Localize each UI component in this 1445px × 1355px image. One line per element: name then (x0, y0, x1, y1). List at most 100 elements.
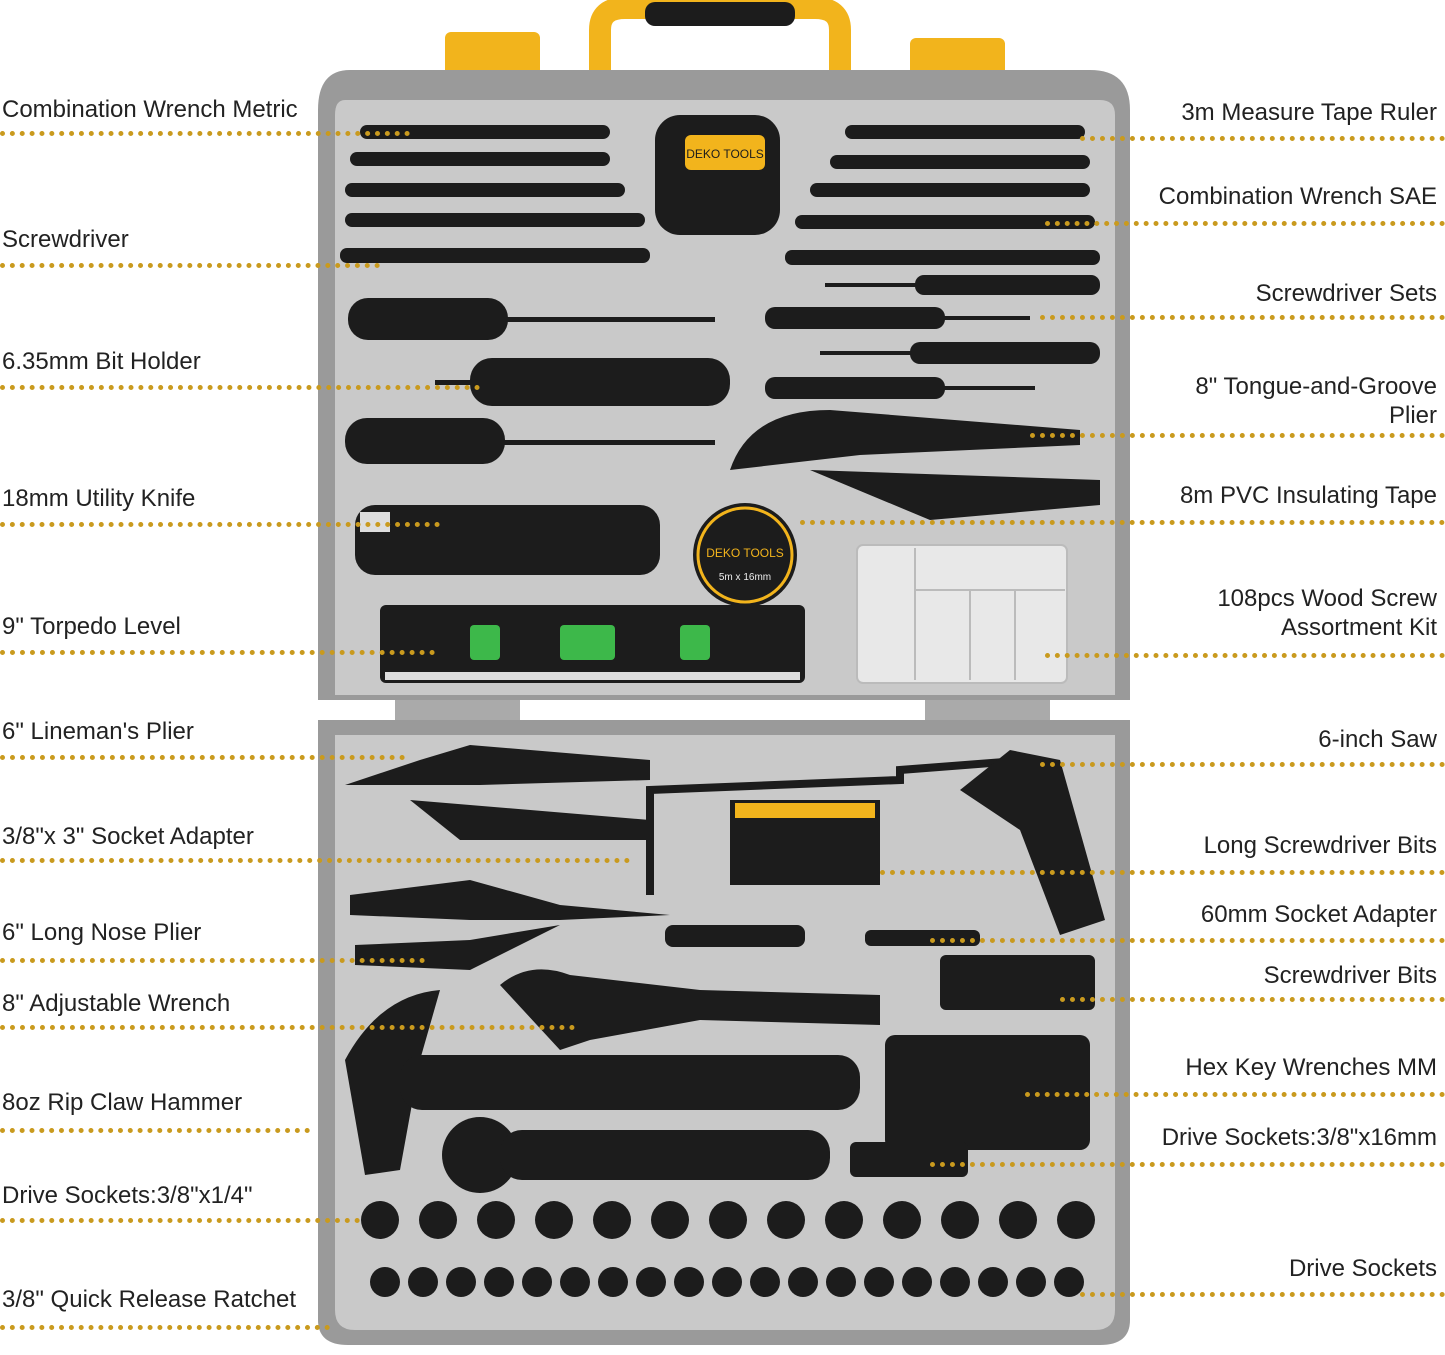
screwdriver-bits (940, 955, 1095, 1010)
label-60mm-socket-adapter: 60mm Socket Adapter (1200, 901, 1437, 928)
socket (864, 1267, 894, 1297)
socket (535, 1201, 573, 1239)
groove-plier (730, 410, 1100, 520)
socket (522, 1267, 552, 1297)
leader-socket-adapter-3in (0, 858, 630, 863)
drive-socket-16mm (850, 1142, 968, 1177)
socket (941, 1201, 979, 1239)
torpedo-level (380, 605, 805, 683)
socket (709, 1201, 747, 1239)
label-screwdriver-bits: Screwdriver Bits (1263, 962, 1437, 989)
leader-torpedo-level (0, 650, 435, 655)
socket (598, 1267, 628, 1297)
label-adjustable-wrench: 8" Adjustable Wrench (2, 990, 231, 1017)
leader-combination-wrench-sae (1045, 221, 1445, 226)
label-socket-adapter-3in: 3/8"x 3" Socket Adapter (2, 823, 254, 850)
hacksaw (646, 750, 1105, 935)
leader-combination-wrench-metric (0, 131, 410, 136)
label-drive-sockets: Drive Sockets (1288, 1255, 1437, 1282)
leader-drive-sockets-quarter (0, 1218, 360, 1223)
leader-utility-knife (0, 522, 440, 527)
label-long-nose-plier: 6" Long Nose Plier (2, 919, 202, 946)
label-claw-hammer: 8oz Rip Claw Hammer (2, 1089, 243, 1116)
tape-brand-text: DEKO TOOLS (706, 546, 784, 560)
label-hex-keys: Hex Key Wrenches MM (1185, 1054, 1437, 1081)
socket (484, 1267, 514, 1297)
label-screwdriver: Screwdriver (2, 226, 129, 253)
lineman-plier (345, 745, 650, 840)
socket (477, 1201, 515, 1239)
measure-tape: DEKO TOOLS (655, 115, 780, 235)
label-utility-knife: 18mm Utility Knife (2, 485, 196, 512)
label-drive-sockets-quarter: Drive Sockets:3/8"x1/4" (2, 1182, 253, 1209)
leader-drive-sockets (1080, 1292, 1445, 1297)
socket (1054, 1267, 1084, 1297)
leader-bit-holder (0, 385, 480, 390)
label-torpedo-level: 9" Torpedo Level (2, 613, 181, 640)
sae-wrenches (785, 125, 1100, 265)
leader-insulating-tape (800, 520, 1445, 525)
socket (940, 1267, 970, 1297)
socket (560, 1267, 590, 1297)
socket (674, 1267, 704, 1297)
utility-knife (355, 505, 660, 575)
hex-keys (885, 1035, 1090, 1150)
leader-groove-plier (1030, 433, 1445, 438)
socket (1016, 1267, 1046, 1297)
leader-saw (1040, 762, 1445, 767)
leader-lineman-plier (0, 755, 405, 760)
quick-release-ratchet (442, 1117, 830, 1193)
socket (651, 1201, 689, 1239)
leader-hex-keys (1025, 1092, 1445, 1097)
leader-drive-socket-16mm (930, 1162, 1445, 1167)
label-measure-tape: 3m Measure Tape Ruler (1181, 99, 1437, 126)
leader-quick-release-ratchet (0, 1325, 330, 1330)
socket (788, 1267, 818, 1297)
label-groove-plier: 8" Tongue-and-Groove Plier (1195, 373, 1437, 429)
insulating-tape: 5m x 16mm DEKO TOOLS (693, 503, 797, 607)
leader-adjustable-wrench (0, 1025, 575, 1030)
socket (999, 1201, 1037, 1239)
socket (750, 1267, 780, 1297)
leader-measure-tape (1080, 136, 1445, 141)
label-drive-socket-16mm: Drive Sockets:3/8"x16mm (1161, 1124, 1437, 1151)
label-long-screwdriver-bits: Long Screwdriver Bits (1203, 832, 1437, 859)
socket (1057, 1201, 1095, 1239)
label-insulating-tape: 8m PVC Insulating Tape (1179, 482, 1437, 509)
leader-long-nose-plier (0, 958, 425, 963)
leader-claw-hammer (0, 1128, 310, 1133)
socket (825, 1201, 863, 1239)
metric-wrenches (340, 125, 650, 263)
socket-row-top (361, 1201, 1095, 1239)
socket (978, 1267, 1008, 1297)
socket (370, 1267, 400, 1297)
socket (902, 1267, 932, 1297)
claw-hammer (345, 990, 860, 1175)
label-saw: 6-inch Saw (1318, 726, 1437, 753)
socket (712, 1267, 742, 1297)
screwdrivers (345, 298, 730, 464)
label-combination-wrench-metric: Combination Wrench Metric (2, 96, 298, 123)
leader-long-screwdriver-bits (880, 870, 1445, 875)
leader-screw-kit (1045, 653, 1445, 658)
socket (826, 1267, 856, 1297)
hinges (395, 700, 1050, 720)
leader-screwdriver-sets (1040, 315, 1445, 320)
socket (361, 1201, 399, 1239)
leader-screwdriver (0, 263, 380, 268)
socket (883, 1201, 921, 1239)
screwdriver-sets (765, 275, 1100, 399)
label-lineman-plier: 6" Lineman's Plier (2, 718, 194, 745)
label-screwdriver-sets: Screwdriver Sets (1255, 280, 1437, 307)
tape-size-text: 5m x 16mm (719, 572, 771, 583)
socket (419, 1201, 457, 1239)
adjustable-wrench (500, 969, 880, 1050)
socket (636, 1267, 666, 1297)
screw-assortment-kit (856, 544, 1068, 684)
case-base (318, 720, 1130, 1345)
tape-brand: DEKO TOOLS (686, 147, 764, 161)
socket-row-bottom (370, 1267, 1084, 1297)
label-quick-release-ratchet: 3/8" Quick Release Ratchet (2, 1286, 296, 1313)
socket (408, 1267, 438, 1297)
